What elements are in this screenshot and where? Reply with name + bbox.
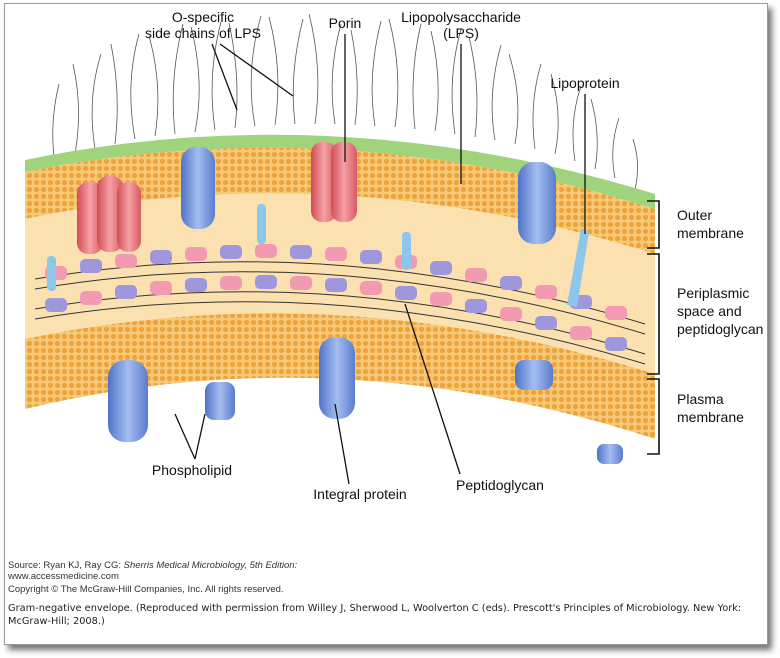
label-integral-protein: Integral protein [313,486,406,502]
source-line-3: Copyright © The McGraw-Hill Companies, I… [8,584,284,595]
label-lps-2: (LPS) [443,25,479,41]
outer-membrane-protein [181,147,215,229]
label-outer-1: Outer [677,207,712,223]
lipoprotein-shape [567,229,589,307]
gram-negative-envelope-diagram: O-specific side chains of LPS Porin Lipo… [25,9,763,502]
brackets [647,200,660,455]
plasma-membrane-protein [108,360,148,442]
figure-frame: O-specific side chains of LPS Porin Lipo… [4,3,768,645]
source-prefix: Source: Ryan KJ, Ray CG: [8,560,124,571]
label-peptidoglycan: Peptidoglycan [456,477,544,493]
lps-side-chains [52,13,638,190]
label-phospholipid: Phospholipid [152,462,232,478]
label-lps-1: Lipopolysaccharide [401,9,521,25]
label-plasma-2: membrane [677,409,744,425]
label-peri-3: peptidoglycan [677,321,763,337]
figure-caption: Gram-negative envelope. (Reproduced with… [8,603,742,627]
label-outer-2: membrane [677,225,744,241]
leader-lines [174,34,586,485]
source-line-2: www.accessmedicine.com [8,571,119,582]
label-peri-2: space and [677,303,742,319]
label-plasma-1: Plasma [677,391,724,407]
source-line-1: Source: Ryan KJ, Ray CG: Sherris Medical… [8,560,297,571]
label-o-specific-1: O-specific [172,9,234,25]
integral-protein [319,337,355,419]
label-o-specific-2: side chains of LPS [145,25,261,41]
outer-membrane-protein-2 [518,162,556,244]
label-peri-1: Periplasmic [677,285,749,301]
source-book-title: Sherris Medical Microbiology, 5th Editio… [123,560,298,571]
porin-protein [77,142,357,254]
label-porin: Porin [329,15,362,31]
label-lipoprotein: Lipoprotein [550,75,619,91]
